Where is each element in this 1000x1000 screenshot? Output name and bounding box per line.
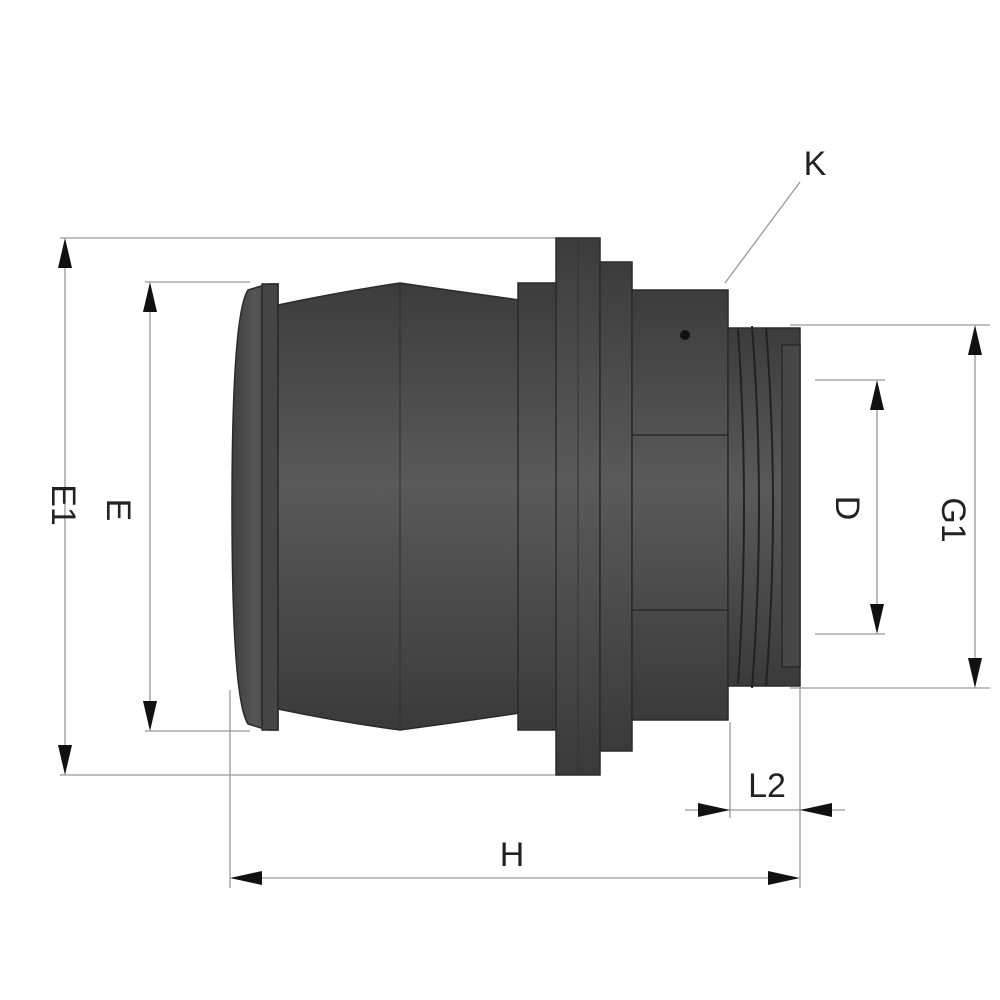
label-e1: E1 — [44, 484, 82, 526]
label-l2: L2 — [748, 767, 786, 805]
dimension-g1 — [968, 325, 982, 688]
dimension-d — [870, 380, 884, 634]
label-k: K — [804, 145, 827, 183]
vent-hole-dot — [680, 330, 690, 340]
label-e: E — [99, 499, 137, 522]
label-d: D — [828, 496, 866, 521]
extension-lines — [60, 181, 990, 888]
cable-gland-body — [231, 237, 801, 776]
dimension-l2 — [685, 803, 845, 817]
dimension-e1 — [58, 238, 72, 775]
label-g1: G1 — [934, 497, 972, 542]
dimension-h — [230, 871, 800, 885]
label-h: H — [500, 836, 525, 874]
dimension-e — [143, 282, 157, 731]
